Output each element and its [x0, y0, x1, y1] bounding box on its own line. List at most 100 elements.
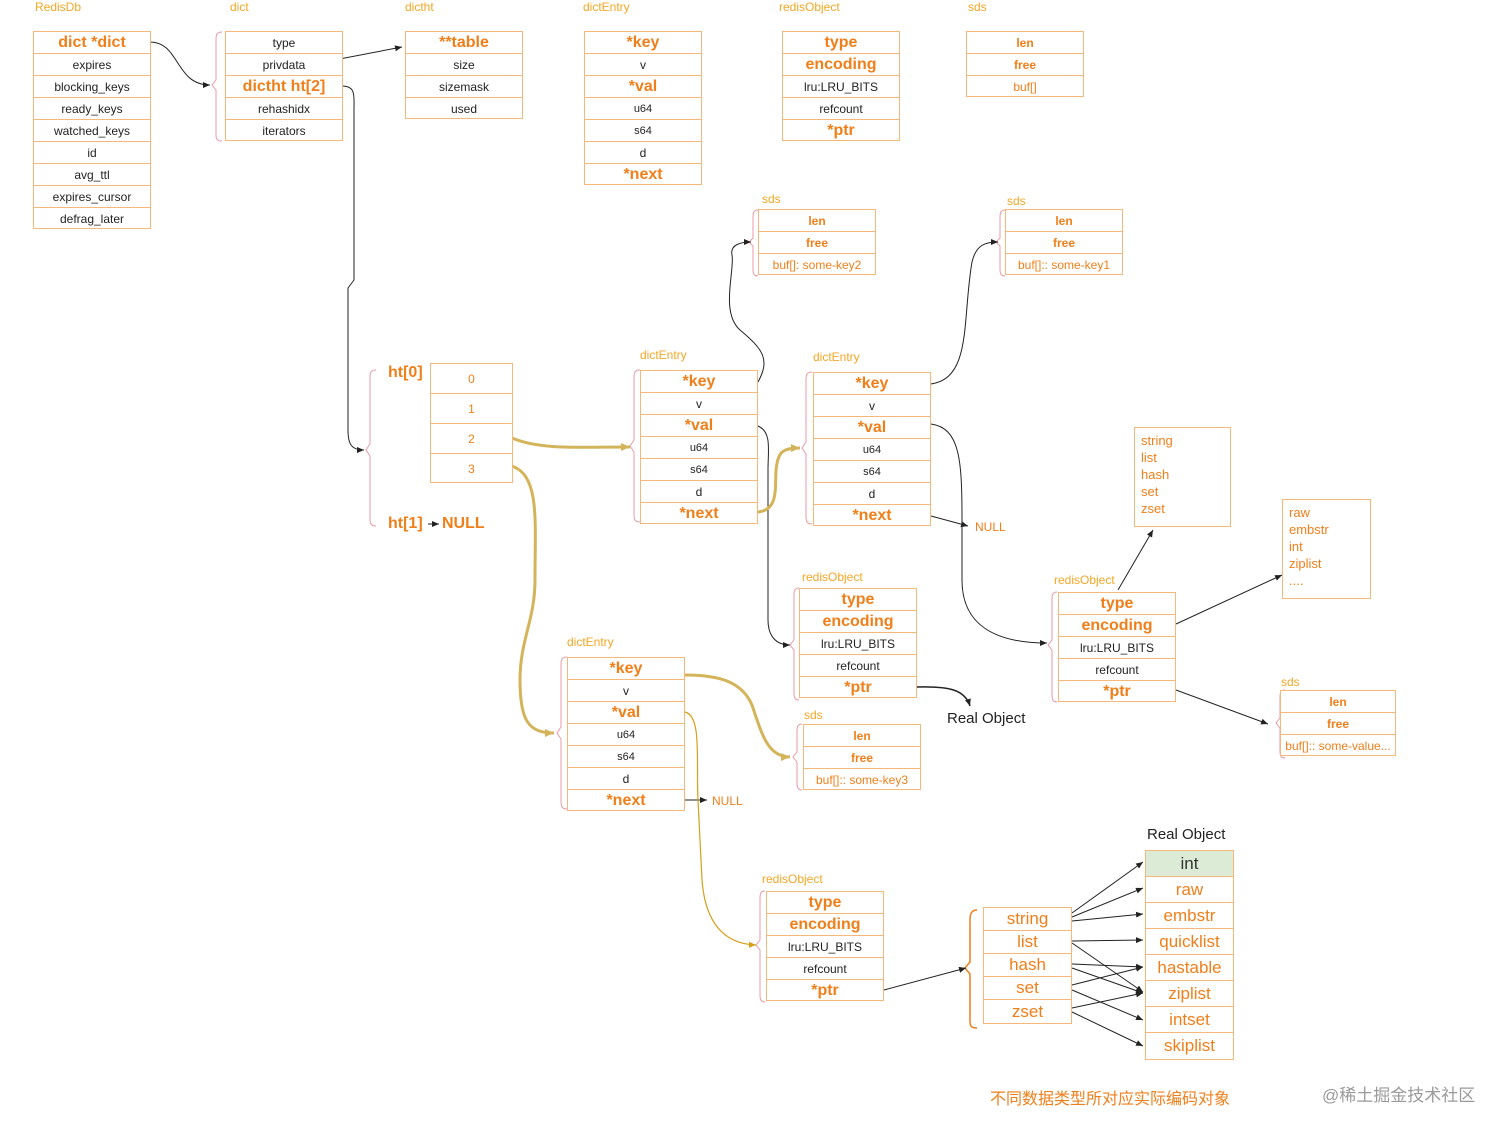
field-key: *key — [641, 371, 757, 393]
redisobject-b: type encoding lru:LRU_BITS refcount *ptr — [1058, 592, 1176, 702]
field-size: size — [406, 54, 522, 76]
sds-some-key2: len free buf[]: some-key2 — [758, 209, 876, 275]
sds-key1-title: sds — [1007, 194, 1026, 208]
redisobject-c: type encoding lru:LRU_BITS refcount *ptr — [766, 891, 884, 1001]
entry-b-title: dictEntry — [813, 350, 860, 364]
field-key: *key — [568, 658, 684, 680]
brace-entry-a — [629, 369, 641, 523]
sds-some-value: len free buf[]:: some-value... — [1280, 690, 1396, 756]
field-buf: buf[]:: some-key1 — [1017, 258, 1111, 272]
field-encoding: encoding — [767, 914, 883, 936]
redisobject-a: type encoding lru:LRU_BITS refcount *ptr — [799, 588, 917, 698]
field-next: *next — [852, 507, 892, 524]
field-val: *val — [641, 415, 757, 437]
field-defrag-later: defrag_later — [59, 212, 125, 226]
field-used: used — [450, 102, 478, 116]
field-refcount: refcount — [800, 655, 916, 677]
bucket-1: 1 — [431, 394, 512, 424]
field-s64: s64 — [568, 746, 684, 768]
encoding-intset: intset — [1146, 1007, 1233, 1033]
sds-some-key3: len free buf[]:: some-key3 — [803, 724, 921, 790]
field-len: len — [759, 210, 875, 232]
field-val: *val — [814, 417, 930, 439]
field-blocking-keys: blocking_keys — [34, 76, 150, 98]
bucket-2: 2 — [431, 424, 512, 454]
dictentry-title: dictEntry — [583, 0, 630, 14]
link-nextA-to-entryB — [757, 444, 801, 514]
sds-title: sds — [968, 0, 987, 14]
sds-value-title: sds — [1281, 675, 1300, 689]
field-expires-cursor: expires_cursor — [34, 186, 150, 208]
field-next: *next — [623, 166, 663, 183]
field-lru: lru:LRU_BITS — [1059, 637, 1175, 659]
ht1-label: ht[1] — [388, 515, 423, 532]
field-len: len — [967, 32, 1083, 54]
link-keyA-to-sds2 — [728, 239, 765, 383]
link-encB-to-encodings — [1175, 574, 1283, 625]
field-refcount: refcount — [1059, 659, 1175, 681]
encoding-quicklist: quicklist — [1146, 929, 1233, 955]
field-free: free — [759, 232, 875, 254]
field-next: *next — [606, 792, 646, 809]
dict-struct: type privdata dictht ht[2] rehashidx ite… — [225, 31, 343, 141]
dict-title: dict — [230, 0, 249, 14]
type-list: list — [984, 931, 1071, 954]
field-s64: s64 — [641, 459, 757, 481]
field-v: v — [814, 395, 930, 417]
field-avg-ttl: avg_ttl — [34, 164, 150, 186]
field-buf: buf[] — [1013, 80, 1037, 94]
field-ptr: *ptr — [811, 982, 839, 999]
brace-types — [964, 909, 978, 1029]
entry-c-next-null: NULL — [712, 794, 743, 808]
type-set: set — [984, 977, 1071, 1000]
field-dict: dict *dict — [34, 32, 150, 54]
ht0-label: ht[0] — [388, 364, 423, 381]
field-refcount: refcount — [783, 98, 899, 120]
note-type-string: string — [1141, 433, 1173, 448]
brace-sds3 — [792, 723, 803, 791]
link-ht-to-ht0 — [341, 85, 365, 453]
field-free: free — [1006, 232, 1122, 254]
entry-b-next-null: NULL — [975, 520, 1006, 534]
field-u64: u64 — [641, 437, 757, 459]
brace-entry-c — [556, 656, 568, 810]
redisdb-struct: dict *dict expires blocking_keys ready_k… — [33, 31, 151, 229]
field-encoding: encoding — [1059, 615, 1175, 637]
note-type-zset: zset — [1141, 501, 1165, 516]
dictentry-c: *key v *val u64 s64 d *next — [567, 657, 685, 811]
field-d: d — [568, 768, 684, 790]
brace-sds1 — [995, 209, 1006, 277]
field-ht: dictht ht[2] — [226, 76, 342, 98]
type-zset: zset — [1011, 1001, 1044, 1021]
field-type: type — [783, 32, 899, 54]
field-refcount: refcount — [767, 958, 883, 980]
field-buf: buf[]:: some-key3 — [815, 773, 909, 787]
encoding-int: int — [1146, 851, 1233, 877]
field-id: id — [34, 142, 150, 164]
note-enc-raw: raw — [1289, 505, 1310, 520]
field-ptr: *ptr — [1103, 683, 1131, 700]
note-type-list: list — [1141, 450, 1157, 465]
field-len: len — [804, 725, 920, 747]
link-bucket2-to-entryA — [511, 436, 631, 452]
field-encoding: encoding — [783, 54, 899, 76]
field-encoding: encoding — [800, 611, 916, 633]
link-ptrB-to-sdsv — [1175, 689, 1269, 725]
link-valB-to-objB — [930, 423, 1048, 646]
link-ptrA-to-real-object — [915, 686, 971, 707]
brace-sds2 — [748, 209, 759, 277]
field-len: len — [1281, 691, 1395, 713]
field-type: type — [1059, 593, 1175, 615]
sds-key3-title: sds — [804, 708, 823, 722]
sds-struct: len free buf[] — [966, 31, 1084, 97]
link-valA-to-objA — [757, 425, 791, 648]
note-enc-embstr: embstr — [1289, 522, 1329, 537]
watermark: @稀土掘金技术社区 — [1322, 1086, 1476, 1105]
field-watched-keys: watched_keys — [34, 120, 150, 142]
note-enc-int: int — [1289, 539, 1303, 554]
field-lru: lru:LRU_BITS — [767, 936, 883, 958]
field-v: v — [585, 54, 701, 76]
field-sizemask: sizemask — [406, 76, 522, 98]
bucket-0: 0 — [431, 364, 512, 394]
